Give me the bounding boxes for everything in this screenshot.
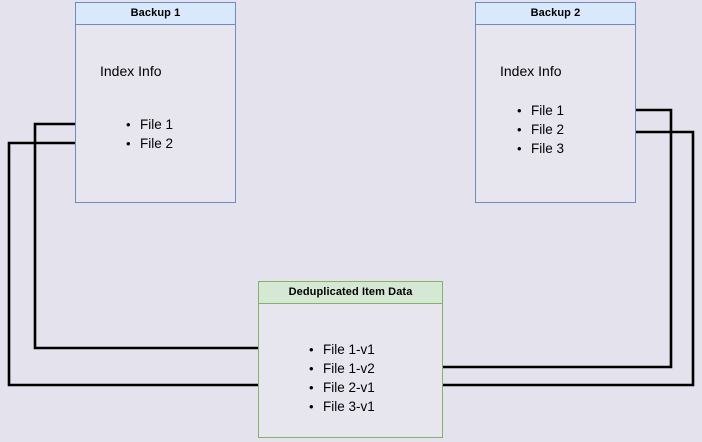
node-backup-2-body: Index Info File 1 File 2 File 3 bbox=[476, 25, 635, 202]
node-backup-1-body: Index Info File 1 File 2 bbox=[76, 25, 235, 202]
node-backup-1-index-label: Index Info bbox=[100, 63, 162, 79]
node-deduplicated-item-data[interactable]: Deduplicated Item Data File 1-v1 File 1-… bbox=[258, 281, 443, 438]
node-backup-2-index-label: Index Info bbox=[500, 63, 562, 79]
node-backup-2[interactable]: Backup 2 Index Info File 1 File 2 File 3 bbox=[475, 2, 636, 203]
list-item[interactable]: File 3 bbox=[515, 139, 564, 158]
list-item[interactable]: File 3-v1 bbox=[307, 397, 375, 416]
list-item[interactable]: File 2 bbox=[124, 134, 173, 153]
node-backup-2-file-list: File 1 File 2 File 3 bbox=[515, 101, 564, 158]
list-item[interactable]: File 1 bbox=[515, 101, 564, 120]
list-item[interactable]: File 1-v1 bbox=[307, 340, 375, 359]
list-item[interactable]: File 2 bbox=[515, 120, 564, 139]
node-backup-1[interactable]: Backup 1 Index Info File 1 File 2 bbox=[75, 2, 236, 203]
node-deduplicated-item-data-body: File 1-v1 File 1-v2 File 2-v1 File 3-v1 bbox=[259, 304, 442, 437]
dedup-item-list: File 1-v1 File 1-v2 File 2-v1 File 3-v1 bbox=[307, 340, 375, 416]
node-backup-1-file-list: File 1 File 2 bbox=[124, 115, 173, 153]
node-backup-2-header: Backup 2 bbox=[476, 3, 635, 25]
list-item[interactable]: File 1 bbox=[124, 115, 173, 134]
list-item[interactable]: File 2-v1 bbox=[307, 378, 375, 397]
node-backup-1-header: Backup 1 bbox=[76, 3, 235, 25]
node-deduplicated-item-data-header: Deduplicated Item Data bbox=[259, 282, 442, 304]
list-item[interactable]: File 1-v2 bbox=[307, 359, 375, 378]
